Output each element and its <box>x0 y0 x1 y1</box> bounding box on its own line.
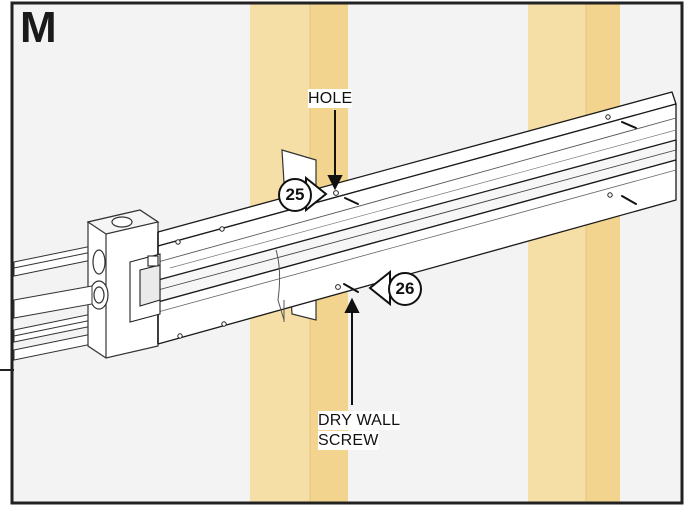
step-letter: M <box>20 3 57 52</box>
label-drywall-screw-line2: SCREW <box>318 431 379 450</box>
drywall-screws <box>343 121 637 293</box>
conduit-pipe <box>13 285 93 319</box>
screw-holes <box>175 114 613 339</box>
stud <box>586 3 620 503</box>
label-hole: HOLE <box>308 89 353 108</box>
callout-26: 26 <box>388 272 422 306</box>
leader-arrows <box>327 110 360 405</box>
electrical-box <box>86 209 160 359</box>
stud <box>528 3 586 503</box>
end-cap <box>129 253 161 323</box>
callout-25: 25 <box>278 178 312 212</box>
label-drywall-screw-line1: DRY WALL <box>318 411 401 430</box>
diagram-border <box>10 1 684 505</box>
raceway-trim <box>157 91 677 345</box>
